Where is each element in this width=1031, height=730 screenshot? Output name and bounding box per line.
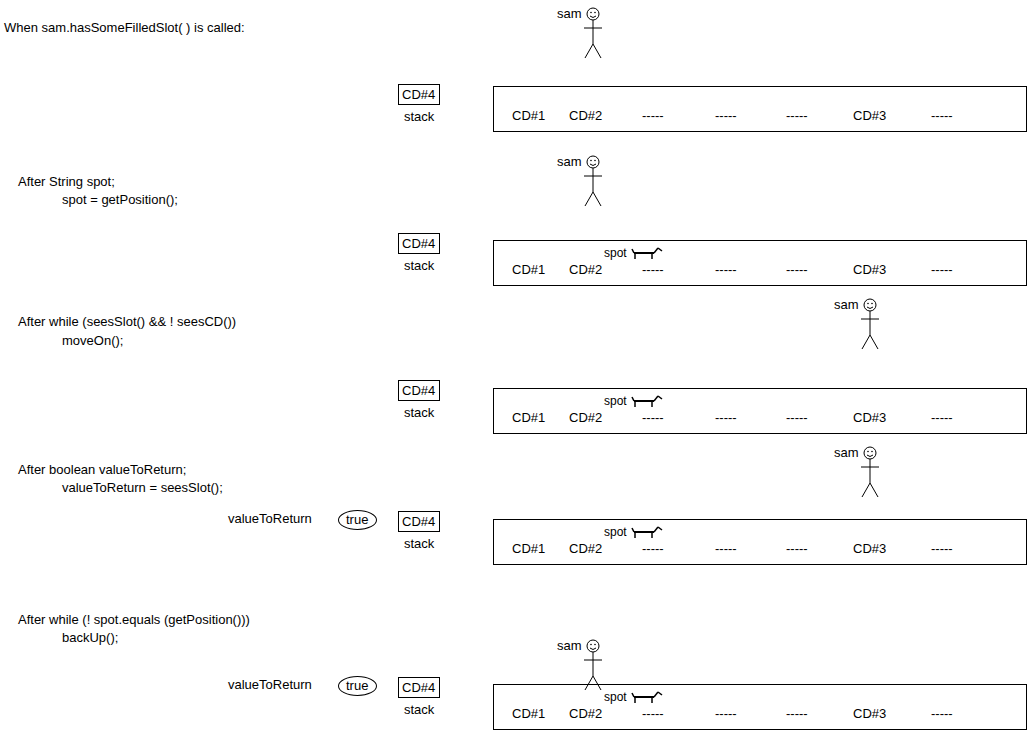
code-line: valueToReturn = seesSlot(); — [62, 480, 223, 496]
stack-box: CD#4stack — [398, 511, 440, 532]
figure-name: sam — [834, 445, 859, 461]
slot-shelf: CD#1 CD#2 ----- ----- ----- CD#3 ----- — [493, 86, 1027, 132]
slot-label: CD#1 — [512, 410, 545, 426]
slot-label: ----- — [642, 541, 664, 557]
slot-label: CD#2 — [569, 262, 602, 278]
slot-shelf: CD#1 CD#2 ----- ----- ----- CD#3 ----- — [493, 519, 1027, 565]
code-line: After boolean valueToReturn; — [18, 462, 186, 478]
slot-label: CD#3 — [853, 108, 886, 124]
slot-shelf: CD#1 CD#2 ----- ----- ----- CD#3 ----- — [493, 388, 1027, 434]
stick-figure — [861, 299, 879, 349]
slot-shelf: CD#1 CD#2 ----- ----- ----- CD#3 ----- — [493, 240, 1027, 286]
stick-figure — [584, 640, 602, 690]
stick-figure — [584, 8, 602, 58]
node-label: true — [346, 678, 368, 694]
code-line: After while (seesSlot() && ! seesCD()) — [18, 314, 236, 330]
value-oval: true — [338, 510, 377, 530]
marker-name: spot — [604, 393, 627, 409]
slot-label: ----- — [715, 410, 737, 426]
slot-label: ----- — [786, 410, 808, 426]
node-label: CD#4 — [402, 514, 435, 530]
slot-shelf: CD#1 CD#2 ----- ----- ----- CD#3 ----- — [493, 684, 1027, 730]
code-line: spot = getPosition(); — [62, 192, 178, 208]
slot-label: ----- — [931, 706, 953, 722]
stack-caption: stack — [404, 536, 434, 552]
figure-name: sam — [557, 638, 582, 654]
slot-label: CD#1 — [512, 262, 545, 278]
stack-caption: stack — [404, 258, 434, 274]
slot-label: ----- — [715, 706, 737, 722]
marker-name: spot — [604, 524, 627, 540]
slot-label: CD#3 — [853, 262, 886, 278]
code-line: valueToReturn — [228, 677, 312, 693]
slot-label: CD#2 — [569, 410, 602, 426]
slot-label: ----- — [715, 262, 737, 278]
code-line: When sam.hasSomeFilledSlot( ) is called: — [4, 20, 245, 36]
code-line: backUp(); — [62, 630, 118, 646]
slot-label: ----- — [642, 262, 664, 278]
stack-caption: stack — [404, 702, 434, 718]
node-label: CD#4 — [402, 87, 435, 103]
dog-icon — [632, 396, 662, 407]
stack-caption: stack — [404, 109, 434, 125]
slot-label: ----- — [931, 108, 953, 124]
dog-icon — [632, 248, 662, 259]
dog-icon — [632, 527, 662, 538]
slot-label: CD#2 — [569, 541, 602, 557]
code-line: After String spot; — [18, 174, 115, 190]
stack-caption: stack — [404, 405, 434, 421]
figure-name: sam — [834, 297, 859, 313]
slot-label: CD#2 — [569, 706, 602, 722]
code-line: moveOn(); — [62, 333, 123, 349]
slot-label: CD#1 — [512, 706, 545, 722]
slot-label: ----- — [931, 541, 953, 557]
slot-label: ----- — [786, 706, 808, 722]
node-label: CD#4 — [402, 236, 435, 252]
slot-label: ----- — [642, 706, 664, 722]
stack-box: CD#4stack — [398, 380, 440, 401]
slot-label: ----- — [931, 262, 953, 278]
value-oval: true — [338, 676, 377, 696]
slot-label: ----- — [715, 541, 737, 557]
slot-label: CD#2 — [569, 108, 602, 124]
slot-label: CD#3 — [853, 706, 886, 722]
node-label: true — [346, 512, 368, 528]
slot-label: ----- — [642, 410, 664, 426]
stack-box: CD#4stack — [398, 233, 440, 254]
stack-box: CD#4stack — [398, 677, 440, 698]
slot-label: ----- — [786, 108, 808, 124]
marker-name: spot — [604, 689, 627, 705]
slot-label: CD#3 — [853, 541, 886, 557]
slot-label: ----- — [786, 262, 808, 278]
figure-name: sam — [557, 6, 582, 22]
slot-label: ----- — [786, 541, 808, 557]
stick-figure — [584, 156, 602, 206]
node-label: CD#4 — [402, 680, 435, 696]
marker-name: spot — [604, 245, 627, 261]
code-line: After while (! spot.equals (getPosition(… — [18, 612, 250, 628]
code-line: valueToReturn — [228, 511, 312, 527]
slot-label: ----- — [715, 108, 737, 124]
slot-label: CD#1 — [512, 108, 545, 124]
slot-label: ----- — [931, 410, 953, 426]
node-label: CD#4 — [402, 383, 435, 399]
figure-name: sam — [557, 154, 582, 170]
slot-label: CD#1 — [512, 541, 545, 557]
stack-box: CD#4stack — [398, 84, 440, 105]
slot-label: CD#3 — [853, 410, 886, 426]
dog-icon — [632, 692, 662, 703]
stick-figure — [861, 447, 879, 497]
slot-label: ----- — [642, 108, 664, 124]
